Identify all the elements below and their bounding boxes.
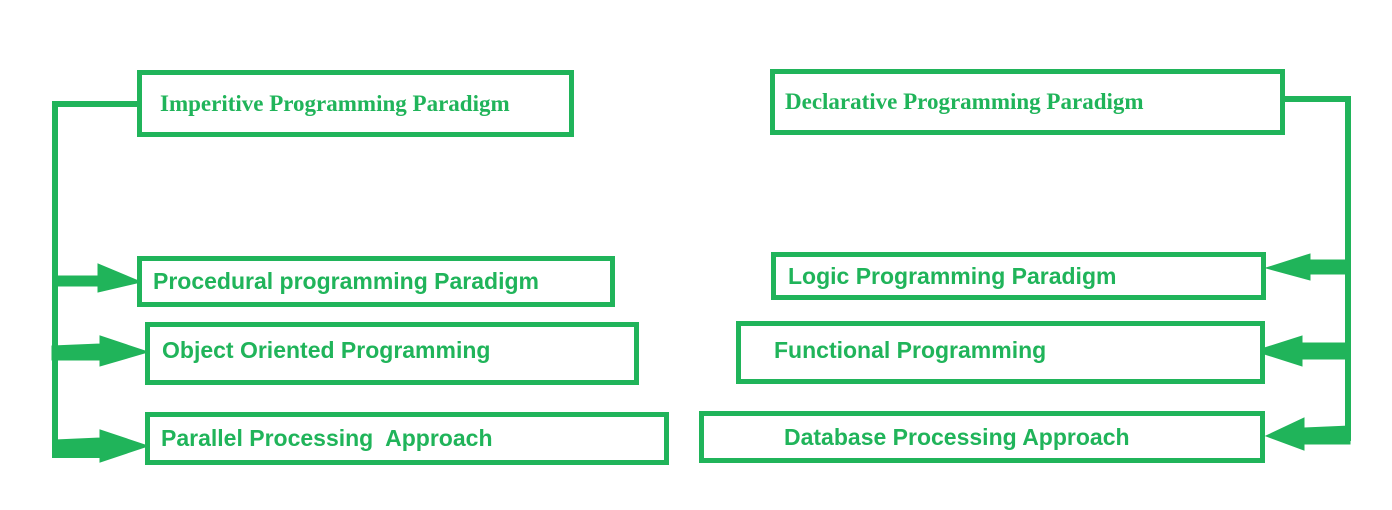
functional-programming-box: Functional Programming — [736, 321, 1265, 384]
functional-programming-label: Functional Programming — [774, 337, 1047, 363]
arrow-to-logic — [1264, 253, 1351, 281]
database-processing-label: Database Processing Approach — [784, 423, 1130, 450]
arrow-to-database — [1264, 417, 1351, 451]
imperative-paradigm-label: Imperitive Programming Paradigm — [160, 90, 510, 116]
imperative-paradigm-box: Imperitive Programming Paradigm — [137, 70, 574, 137]
arrow-to-parallel — [54, 429, 150, 463]
parallel-processing-box: Parallel Processing Approach — [145, 412, 669, 465]
database-processing-box: Database Processing Approach — [699, 411, 1265, 463]
arrow-to-object-oriented — [51, 335, 150, 367]
object-oriented-label: Object Oriented Programming — [162, 337, 491, 363]
object-oriented-box: Object Oriented Programming — [145, 322, 639, 385]
parallel-processing-label: Parallel Processing Approach — [161, 425, 493, 451]
procedural-paradigm-label: Procedural programming Paradigm — [153, 268, 539, 294]
arrow-to-procedural — [54, 263, 143, 293]
declarative-paradigm-label: Declarative Programming Paradigm — [785, 89, 1144, 114]
logic-paradigm-label: Logic Programming Paradigm — [788, 262, 1117, 289]
logic-paradigm-box: Logic Programming Paradigm — [771, 252, 1266, 300]
declarative-paradigm-box: Declarative Programming Paradigm — [770, 69, 1285, 135]
arrow-to-functional — [1253, 335, 1349, 367]
procedural-paradigm-box: Procedural programming Paradigm — [137, 256, 615, 307]
